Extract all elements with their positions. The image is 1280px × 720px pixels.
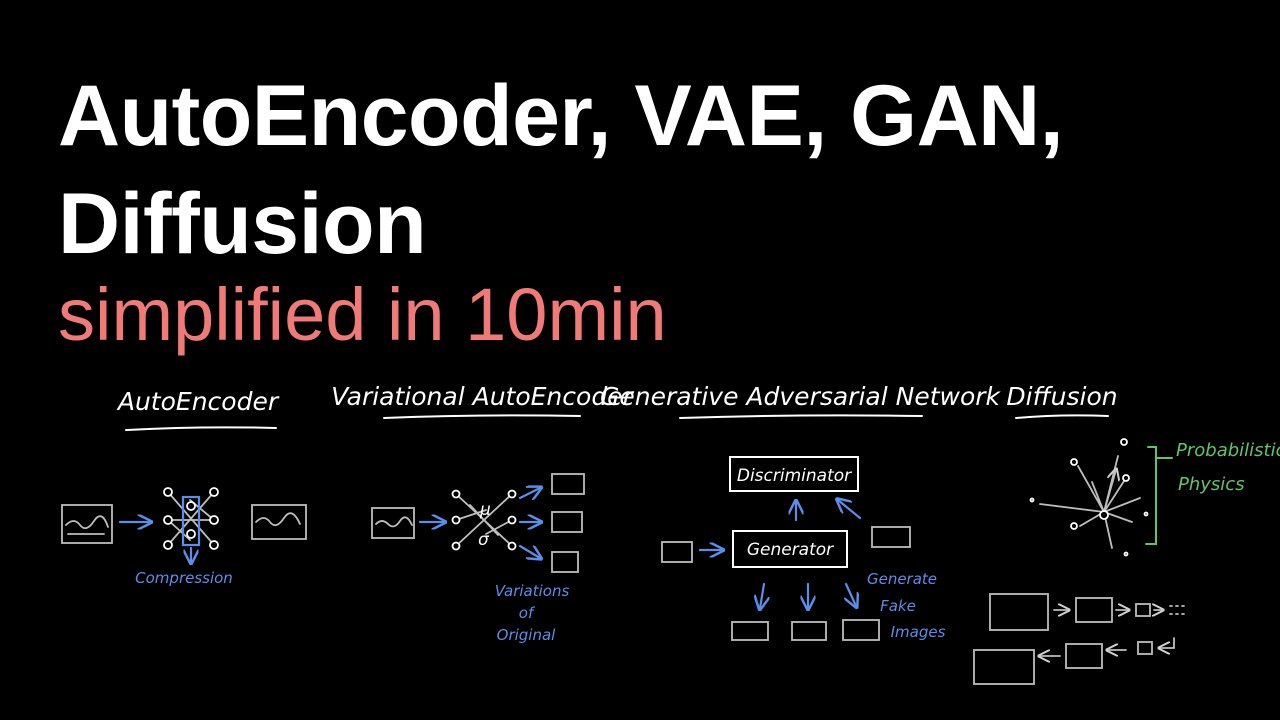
fake-image-box-3: [842, 619, 880, 641]
gen-out-arrow-1: [760, 582, 764, 608]
gen-out-arrow-3: [846, 582, 856, 606]
compression-label: Compression: [135, 569, 233, 587]
diffusion-panel: Diffusion Probabilistic Physics: [973, 382, 1280, 685]
fake-image-box-1: [731, 621, 769, 641]
discriminator-label: Discriminator: [737, 466, 852, 486]
noise-input-box: [661, 541, 693, 563]
vae-output-box-1: [551, 473, 585, 495]
reverse-denoise-chain: [973, 637, 1175, 685]
diffusion-annotation-2: Physics: [1178, 474, 1245, 495]
vae-annotation-1: Variations: [495, 582, 570, 600]
page-title: AutoEncoder, VAE, GAN, Diffusion: [58, 62, 1064, 278]
forward-noise-chain: [989, 593, 1185, 631]
diffusion-underline: [1015, 414, 1109, 419]
diffusion-title: Diffusion: [1006, 382, 1117, 411]
fake-image-box-2: [791, 621, 827, 641]
output-image-icon: [251, 504, 307, 540]
vae-output-box-3: [551, 551, 579, 573]
sigma-label: σ: [478, 530, 490, 550]
bottleneck-box: [181, 495, 201, 547]
gan-annotation-2: Fake: [880, 597, 916, 615]
physics-bracket: [1145, 446, 1173, 545]
autoencoder-underline: [125, 426, 277, 431]
vae-network: μ σ: [451, 489, 517, 551]
autoencoder-title: AutoEncoder: [116, 387, 280, 416]
diffusion-annotation-1: Probabilistic: [1176, 440, 1280, 461]
vae-out-arrow-1: [518, 488, 540, 498]
particle-scatter: [1029, 438, 1149, 557]
gan-annotation-3: Images: [891, 623, 946, 641]
subtitle: simplified in 10min: [58, 273, 667, 356]
mu-label: μ: [479, 500, 491, 520]
vae-title: Variational AutoEncoder: [331, 382, 634, 411]
gan-annotation-1: Generate: [867, 570, 937, 588]
input-image-icon: [61, 504, 113, 544]
gan-panel: Generative Adversarial Network Discrimin…: [600, 382, 1002, 641]
title-line-2: Diffusion: [58, 176, 427, 272]
gan-underline: [679, 414, 923, 419]
vae-out-arrow-3: [518, 544, 540, 558]
autoencoder-panel: AutoEncoder Compression: [61, 387, 307, 587]
autoencoder-network: [163, 487, 219, 550]
gan-title: Generative Adversarial Network: [600, 382, 1002, 411]
real-to-discriminator-arrow: [838, 500, 862, 520]
vae-annotation-2: of: [519, 604, 536, 622]
real-image-box: [871, 526, 911, 548]
title-line-1: AutoEncoder, VAE, GAN,: [58, 68, 1064, 164]
vae-underline: [383, 414, 581, 419]
discriminator-box: [729, 456, 859, 492]
vae-annotation-3: Original: [497, 626, 557, 644]
generator-box: [732, 530, 848, 568]
vae-input-image-icon: [371, 507, 415, 539]
generator-label: Generator: [747, 540, 834, 560]
vae-output-box-2: [551, 511, 583, 533]
vae-panel: Variational AutoEncoder μ σ Variations o…: [331, 382, 634, 644]
